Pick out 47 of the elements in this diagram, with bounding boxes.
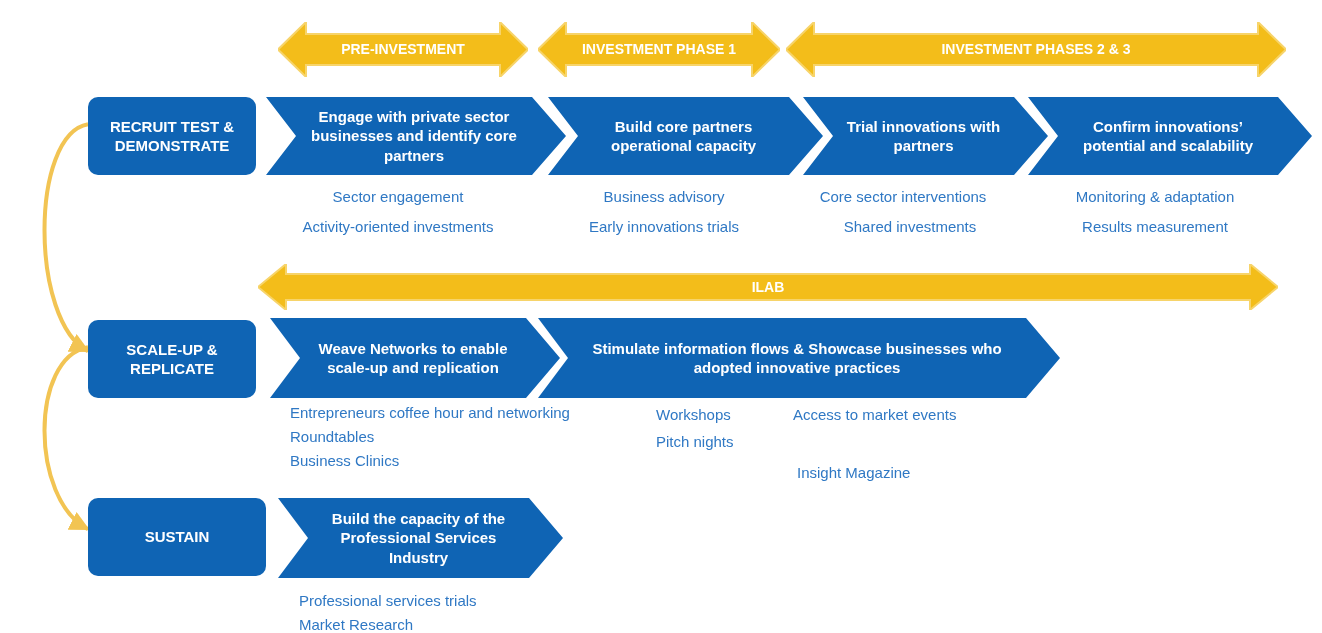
chevron-step [278,498,563,578]
step-label: Trial innovations with partners [845,116,1002,156]
activity-text: Roundtables [290,428,375,445]
step-label: Stimulate information flows & Showcase businesses who adopted innovative practices [591,338,1003,378]
step-label: Build the capacity of the Professional Services Industry [330,508,507,568]
activity-text: Access to market events [793,406,957,423]
activity-text: Business advisory [603,188,725,205]
activity-text: Results measurement [1082,218,1228,235]
step-label: Weave Networks to enable scale-up and replication [317,338,509,378]
chevron-step [538,318,1060,398]
phase-label: ILAB [751,277,785,297]
curved-arrow [42,345,90,531]
phase-banner [786,22,1286,77]
phase-banner [258,264,1278,310]
activity-text: Shared investments [843,218,977,235]
activity-text: Market Research [299,616,414,633]
step-label: Build core partners operational capacity [609,116,758,156]
phase-banner [538,22,780,77]
stage-label: SCALE-UP & REPLICATE [125,339,219,379]
activity-text: Workshops [656,406,731,423]
curved-arrow [42,122,90,353]
activity-text: Business Clinics [290,452,400,469]
activity-text: Entrepreneurs coffee hour and networking [290,404,570,421]
activity-text: Core sector interventions [819,188,987,205]
activity-text: Monitoring & adaptation [1075,188,1235,205]
chevron-step [270,318,560,398]
chevron-step [803,97,1048,175]
activity-text: Professional services trials [299,592,477,609]
phase-label: INVESTMENT PHASES 2 & 3 [941,40,1131,59]
phase-banner [278,22,528,77]
activity-text: Activity-oriented investments [302,218,494,235]
stage-label: SUSTAIN [144,527,210,547]
activity-text: Early innovations trials [588,218,740,235]
stage-box [88,498,266,576]
stage-label: RECRUIT TEST & DEMONSTRATE [108,116,236,156]
activity-text: Pitch nights [656,433,734,450]
step-label: Engage with private sector businesses and identify core partners [310,106,518,166]
phase-label: PRE-INVESTMENT [341,40,465,59]
step-label: Confirm innovations’ potential and scalability [1081,116,1254,156]
stage-box [88,320,256,398]
phase-label: INVESTMENT PHASE 1 [582,40,736,59]
activity-text: Insight Magazine [797,464,911,481]
chevron-step [266,97,566,175]
activity-text: Sector engagement [332,188,464,205]
stage-box [88,97,256,175]
chevron-step [1028,97,1312,175]
chevron-step [548,97,823,175]
